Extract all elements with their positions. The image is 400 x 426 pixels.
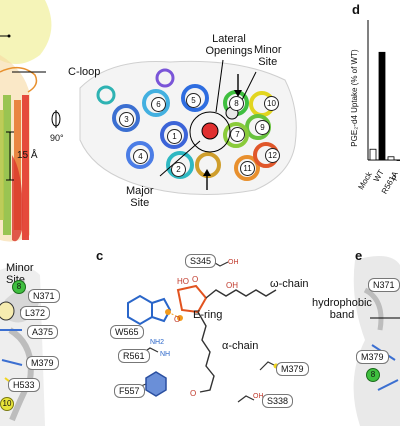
svg-text:NH2: NH2 <box>150 339 164 346</box>
residue-n371: N371 <box>28 289 60 303</box>
helix-number: 12 <box>265 148 280 163</box>
helix-number: 7 <box>230 127 245 142</box>
chart-bar-r561a <box>387 156 395 161</box>
svg-text:O: O <box>174 315 180 324</box>
hydrophobic-band-label: hydrophobic band <box>312 297 372 321</box>
panel-letter-e: e <box>355 248 363 263</box>
omega-chain-label: ω-chain <box>270 278 309 290</box>
chart-bar-p <box>396 159 400 161</box>
helix-number: 11 <box>240 161 255 176</box>
residue-r561: R561 <box>118 349 150 363</box>
helix-number: 1 <box>167 129 182 144</box>
helix-number: 9 <box>255 120 270 135</box>
minor-site-label: Minor Site <box>254 44 282 68</box>
lateral-openings-label: Lateral Openings <box>205 33 253 57</box>
residue-f557: F557 <box>114 384 145 398</box>
panel-letter-c: c <box>96 248 104 263</box>
residue-h533: H533 <box>8 378 40 392</box>
helix-badge-8: 8 <box>12 280 26 294</box>
svg-text:OH: OH <box>253 393 264 400</box>
residue-s338: S338 <box>262 394 294 408</box>
helix-badge-8-e: 8 <box>366 368 380 382</box>
residue-m379-c: M379 <box>276 362 309 376</box>
rotation-label: 90° <box>50 133 64 143</box>
major-site-label: Major Site <box>126 185 154 209</box>
svg-text:OH: OH <box>226 281 238 290</box>
helix-number: 3 <box>119 112 134 127</box>
helix-number: 5 <box>186 93 201 108</box>
svg-text:OH: OH <box>228 259 239 266</box>
chemistry-scheme: HO O O OH O NH2 NH OH OH <box>127 259 279 403</box>
alpha-chain-label: α-chain <box>222 340 259 352</box>
helix-number: 10 <box>264 96 279 111</box>
chart-d-y-axis-label: PGE₂-d4 Uptake (% of WT) <box>350 49 359 147</box>
chart-bar-mock <box>369 148 377 161</box>
chart-d-bars <box>369 51 400 161</box>
chart-bar-wt <box>378 51 386 161</box>
helix-number: 4 <box>133 149 148 164</box>
rotation-arrow-icon <box>51 110 61 128</box>
side-view-structure <box>0 0 52 242</box>
e-ring-label: E-ring <box>193 309 223 321</box>
residue-w565: W565 <box>110 325 144 339</box>
helix-number: 8 <box>229 96 244 111</box>
residue-n371-e: N371 <box>368 278 400 292</box>
c-loop-label: C-loop <box>68 66 101 78</box>
svg-text:HO: HO <box>177 277 189 286</box>
helix-number: 6 <box>151 97 166 112</box>
residue-s345: S345 <box>185 254 217 268</box>
helix-number: 2 <box>171 162 186 177</box>
svg-text:O: O <box>192 275 198 284</box>
residue-m379: M379 <box>26 356 59 370</box>
residue-m379-e: M379 <box>356 350 389 364</box>
svg-text:NH: NH <box>160 351 170 358</box>
residue-l372: L372 <box>20 306 51 320</box>
helix-badge-10: 10 <box>0 397 14 411</box>
residue-a375: A375 <box>27 325 59 339</box>
panel-letter-d: d <box>352 2 360 17</box>
dimension-label: 15 Å <box>17 150 38 161</box>
svg-text:O: O <box>190 389 196 398</box>
